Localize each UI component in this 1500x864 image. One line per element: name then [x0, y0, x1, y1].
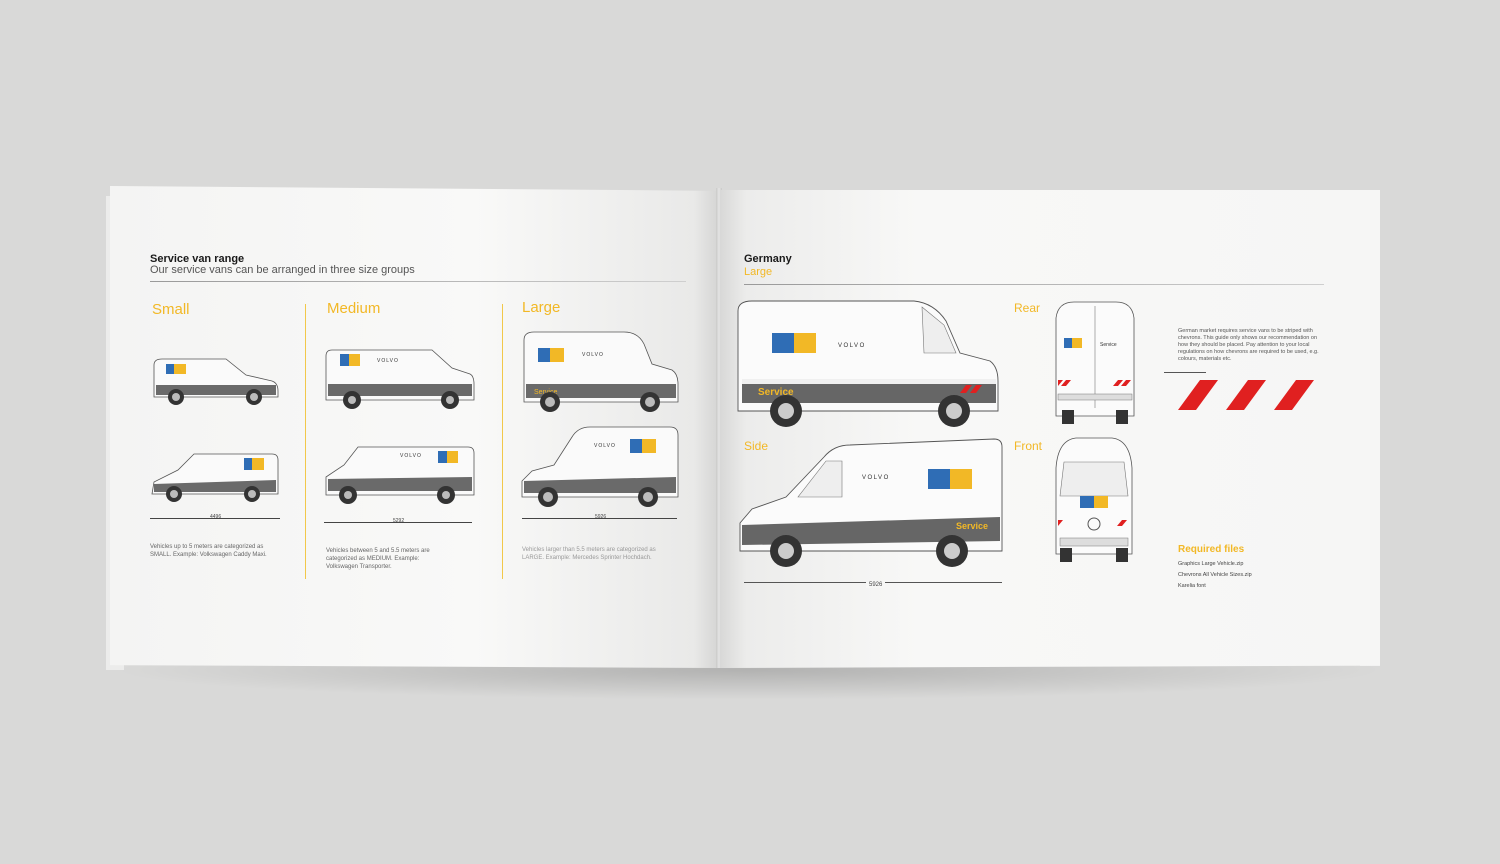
file-item[interactable]: Chevrons All Vehicle Sizes.zip — [1178, 572, 1252, 578]
pointer-line — [1164, 372, 1206, 373]
small-van-side-illustration — [151, 453, 279, 502]
front-view-illustration — [1055, 437, 1133, 562]
medium-van-side-illustration: VOLVO — [325, 446, 475, 504]
small-dimension-value: 4496 — [210, 514, 222, 520]
side-label: Side — [744, 439, 769, 453]
svg-text:Service: Service — [956, 521, 988, 531]
chevron-note: German market requires service vans to b… — [1178, 328, 1319, 362]
svg-text:Service: Service — [1100, 342, 1117, 348]
header-rule — [744, 284, 1324, 285]
small-van-side-illustration — [153, 358, 279, 405]
file-item[interactable]: Graphics Large Vehicle.zip — [1178, 561, 1244, 567]
medium-caption: Vehicles between 5 and 5.5 meters are ca… — [326, 548, 430, 570]
large-van-side-illustration: VOLVO Service — [523, 331, 679, 412]
rear-view-illustration: Service — [1055, 301, 1135, 424]
header-rule — [150, 281, 686, 282]
required-files-heading: Required files — [1178, 544, 1245, 555]
large-van-left-side-illustration: VOLVO Service — [739, 438, 1003, 567]
large-van-right-side-illustration: VOLVO Service — [737, 300, 999, 427]
svg-text:Service: Service — [758, 387, 794, 398]
left-page: Service van range Our service vans can b… — [110, 186, 718, 668]
svg-text:VOLVO: VOLVO — [400, 453, 422, 459]
group-small-heading: Small — [152, 301, 190, 318]
large-caption: Vehicles larger than 5.5 meters are cate… — [522, 547, 656, 561]
large-dimension-value: 5926 — [595, 514, 607, 520]
dimension-value: 5926 — [866, 582, 886, 588]
medium-van-side-illustration: VOLVO — [325, 349, 475, 409]
book-spine — [716, 188, 722, 668]
page-title: Germany — [744, 253, 792, 265]
front-label: Front — [1014, 439, 1043, 453]
right-page: Germany Large VOLVO Service VOLVO Servic… — [720, 190, 1380, 668]
small-caption: Vehicles up to 5 meters are categorized … — [150, 544, 267, 558]
svg-text:VOLVO: VOLVO — [862, 475, 890, 481]
group-divider — [305, 304, 306, 579]
medium-dimension-line — [324, 522, 472, 523]
page-subtitle: Large — [744, 266, 773, 278]
group-large-heading: Large — [522, 299, 561, 316]
chevron-stripes — [1178, 380, 1314, 410]
rear-label: Rear — [1014, 301, 1041, 315]
page-title: Service van range — [150, 253, 245, 265]
large-dimension-line — [522, 518, 677, 519]
svg-text:VOLVO: VOLVO — [377, 358, 399, 364]
file-item[interactable]: Karelia font — [1178, 583, 1206, 589]
medium-dimension-value: 5292 — [393, 518, 405, 524]
svg-text:VOLVO: VOLVO — [838, 343, 866, 349]
svg-text:VOLVO: VOLVO — [594, 443, 616, 449]
group-medium-heading: Medium — [327, 300, 381, 317]
small-dimension-line — [150, 518, 280, 519]
svg-text:VOLVO: VOLVO — [582, 352, 604, 358]
large-van-side-illustration: VOLVO — [521, 426, 679, 507]
group-divider — [502, 304, 503, 579]
page-subtitle: Our service vans can be arranged in thre… — [150, 264, 415, 276]
service-text: Service — [534, 389, 557, 396]
